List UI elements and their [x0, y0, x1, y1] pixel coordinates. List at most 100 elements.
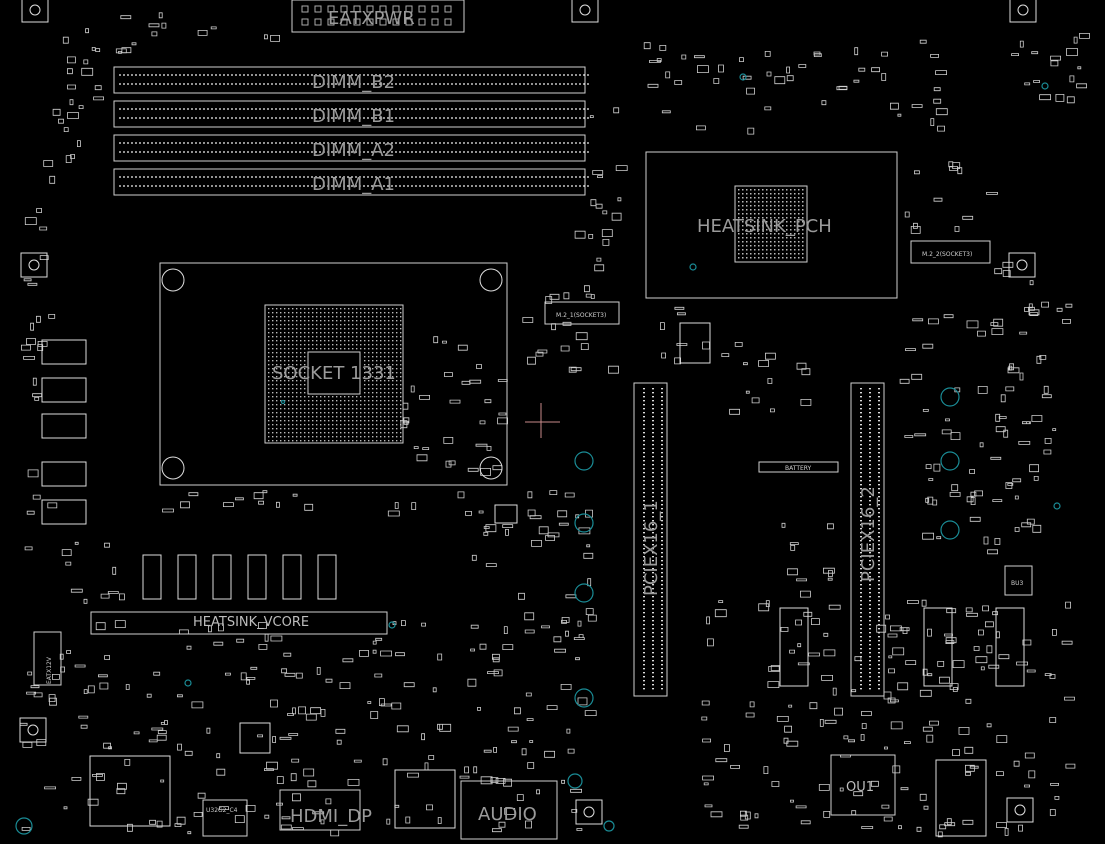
io-connector: [89, 755, 171, 827]
socket-mounting-hole: [161, 456, 185, 480]
dimm-pin-row: [119, 151, 589, 153]
vrm-inductor: [247, 554, 267, 600]
dimm-b2-label: DIMM_B2: [312, 72, 395, 93]
mounting-holes: [15, 0, 1061, 835]
io-connector: [935, 759, 987, 837]
hdmi-dp-connector: [279, 789, 361, 831]
m2-1-label: M.2_1(SOCKET3): [556, 312, 606, 319]
dimm-slots: DIMM_B2 DIMM_B1 DIMM_A2 DIMM_A1: [113, 66, 586, 196]
vrm-inductor: [282, 554, 302, 600]
standoff-hole: [579, 4, 591, 16]
dimm-pin-row: [119, 83, 589, 85]
dimm-a2-slot: [113, 134, 586, 162]
dimm-pin-row: [119, 142, 589, 144]
standoff-hole: [28, 259, 40, 271]
plated-hole: [280, 399, 286, 405]
audio-connector: [460, 780, 558, 840]
usb-c-connector: [202, 799, 248, 837]
pciex16-2-slot: [850, 382, 885, 697]
ou1-label: OU1: [846, 780, 874, 795]
battery-label: BATTERY: [785, 465, 812, 472]
socket-mounting-hole: [479, 268, 503, 292]
standoff-pad: [19, 717, 47, 743]
vrm-heatsink-outline: [90, 611, 388, 635]
dimm-pin-row: [119, 74, 589, 76]
m2-2-label: M.2_2(SOCKET3): [922, 251, 972, 258]
vrm-heatsink-label: HEATSINK_VCORE: [193, 615, 309, 630]
dimm-a1-slot: [113, 168, 586, 196]
eatxpwr-connector: [291, 0, 465, 33]
pin-fields: [119, 5, 880, 690]
pcie-pin-field: [860, 388, 880, 690]
standoff-hole: [29, 4, 41, 16]
cpu-socket-label: SOCKET 1331: [272, 363, 396, 384]
cpu-socket-center: [307, 351, 361, 395]
plated-hole: [15, 817, 33, 835]
dimm-pin-row: [119, 108, 589, 110]
standoff-pad: [575, 799, 603, 825]
eatx12v-label: EATX12V: [46, 656, 53, 684]
vrm-inductor: [41, 377, 87, 403]
plated-hole: [574, 513, 594, 533]
pch-chip: [734, 185, 808, 263]
plated-hole: [739, 73, 747, 81]
dimm-a1-label: DIMM_A1: [312, 174, 395, 195]
ic-package: [239, 722, 271, 754]
plated-hole: [574, 451, 594, 471]
dimm-b1-label: DIMM_B1: [312, 106, 395, 127]
m2-2-socket: [910, 240, 991, 264]
plated-hole: [689, 263, 697, 271]
hdmi-dp-label: HDMI_DP: [290, 806, 372, 827]
ic-package: [779, 607, 809, 687]
standoff-hole: [1014, 804, 1026, 816]
smd-components: [19, 12, 1090, 838]
socket-mounting-hole: [161, 268, 185, 292]
u32g2-label: U32G2_C4: [206, 807, 238, 814]
plated-hole: [574, 583, 594, 603]
standoff-pad: [1008, 252, 1036, 278]
dimm-b1-slot: [113, 100, 586, 128]
plated-hole: [574, 688, 594, 708]
eatxpwr-pins: [301, 5, 452, 26]
standoff-pad: [1006, 797, 1034, 823]
pciex16-1-slot: [633, 382, 668, 697]
standoff-hole: [583, 806, 595, 818]
audio-label: AUDIO: [478, 804, 537, 825]
standoff-hole: [27, 724, 39, 736]
vrm-inductor: [142, 554, 162, 600]
plated-hole: [940, 520, 960, 540]
ic-package: [995, 607, 1025, 687]
plated-hole: [388, 621, 396, 629]
pciex16-2-label: PCIEX16_2: [858, 486, 879, 582]
crosshair-cursor: [525, 403, 560, 438]
vrm-inductor: [177, 554, 197, 600]
socket-mounting-hole: [479, 456, 503, 480]
ic-package: [494, 504, 518, 524]
pch-pin-grid: [738, 189, 804, 259]
ic-package: [923, 607, 953, 687]
pcie-pin-field: [643, 388, 663, 690]
ic-package: [679, 322, 711, 364]
vrm-inductor: [212, 554, 232, 600]
bu3-chip: [1004, 565, 1033, 596]
eatx12v-connector: [33, 631, 62, 686]
vrm-inductor: [317, 554, 337, 600]
plated-hole: [1053, 502, 1061, 510]
m2-1-socket: [544, 301, 620, 325]
plated-hole: [567, 773, 583, 789]
ou1-chip: [830, 754, 896, 816]
cpu-socket-pin-area: [264, 304, 404, 444]
plated-hole: [184, 679, 192, 687]
cpu-socket-outline: [159, 262, 508, 486]
eatxpwr-label: EATXPWR: [328, 8, 415, 29]
pch-heatsink-outline: [645, 151, 898, 299]
plated-hole: [940, 387, 960, 407]
standoff-hole: [1017, 4, 1029, 16]
standoff-pad: [20, 252, 48, 278]
battery-holder: [758, 461, 839, 473]
plated-hole: [603, 820, 615, 832]
io-connector: [394, 769, 456, 829]
component-footprints: [19, 12, 1090, 838]
dimm-b2-slot: [113, 66, 586, 94]
dimm-pin-row: [119, 185, 589, 187]
